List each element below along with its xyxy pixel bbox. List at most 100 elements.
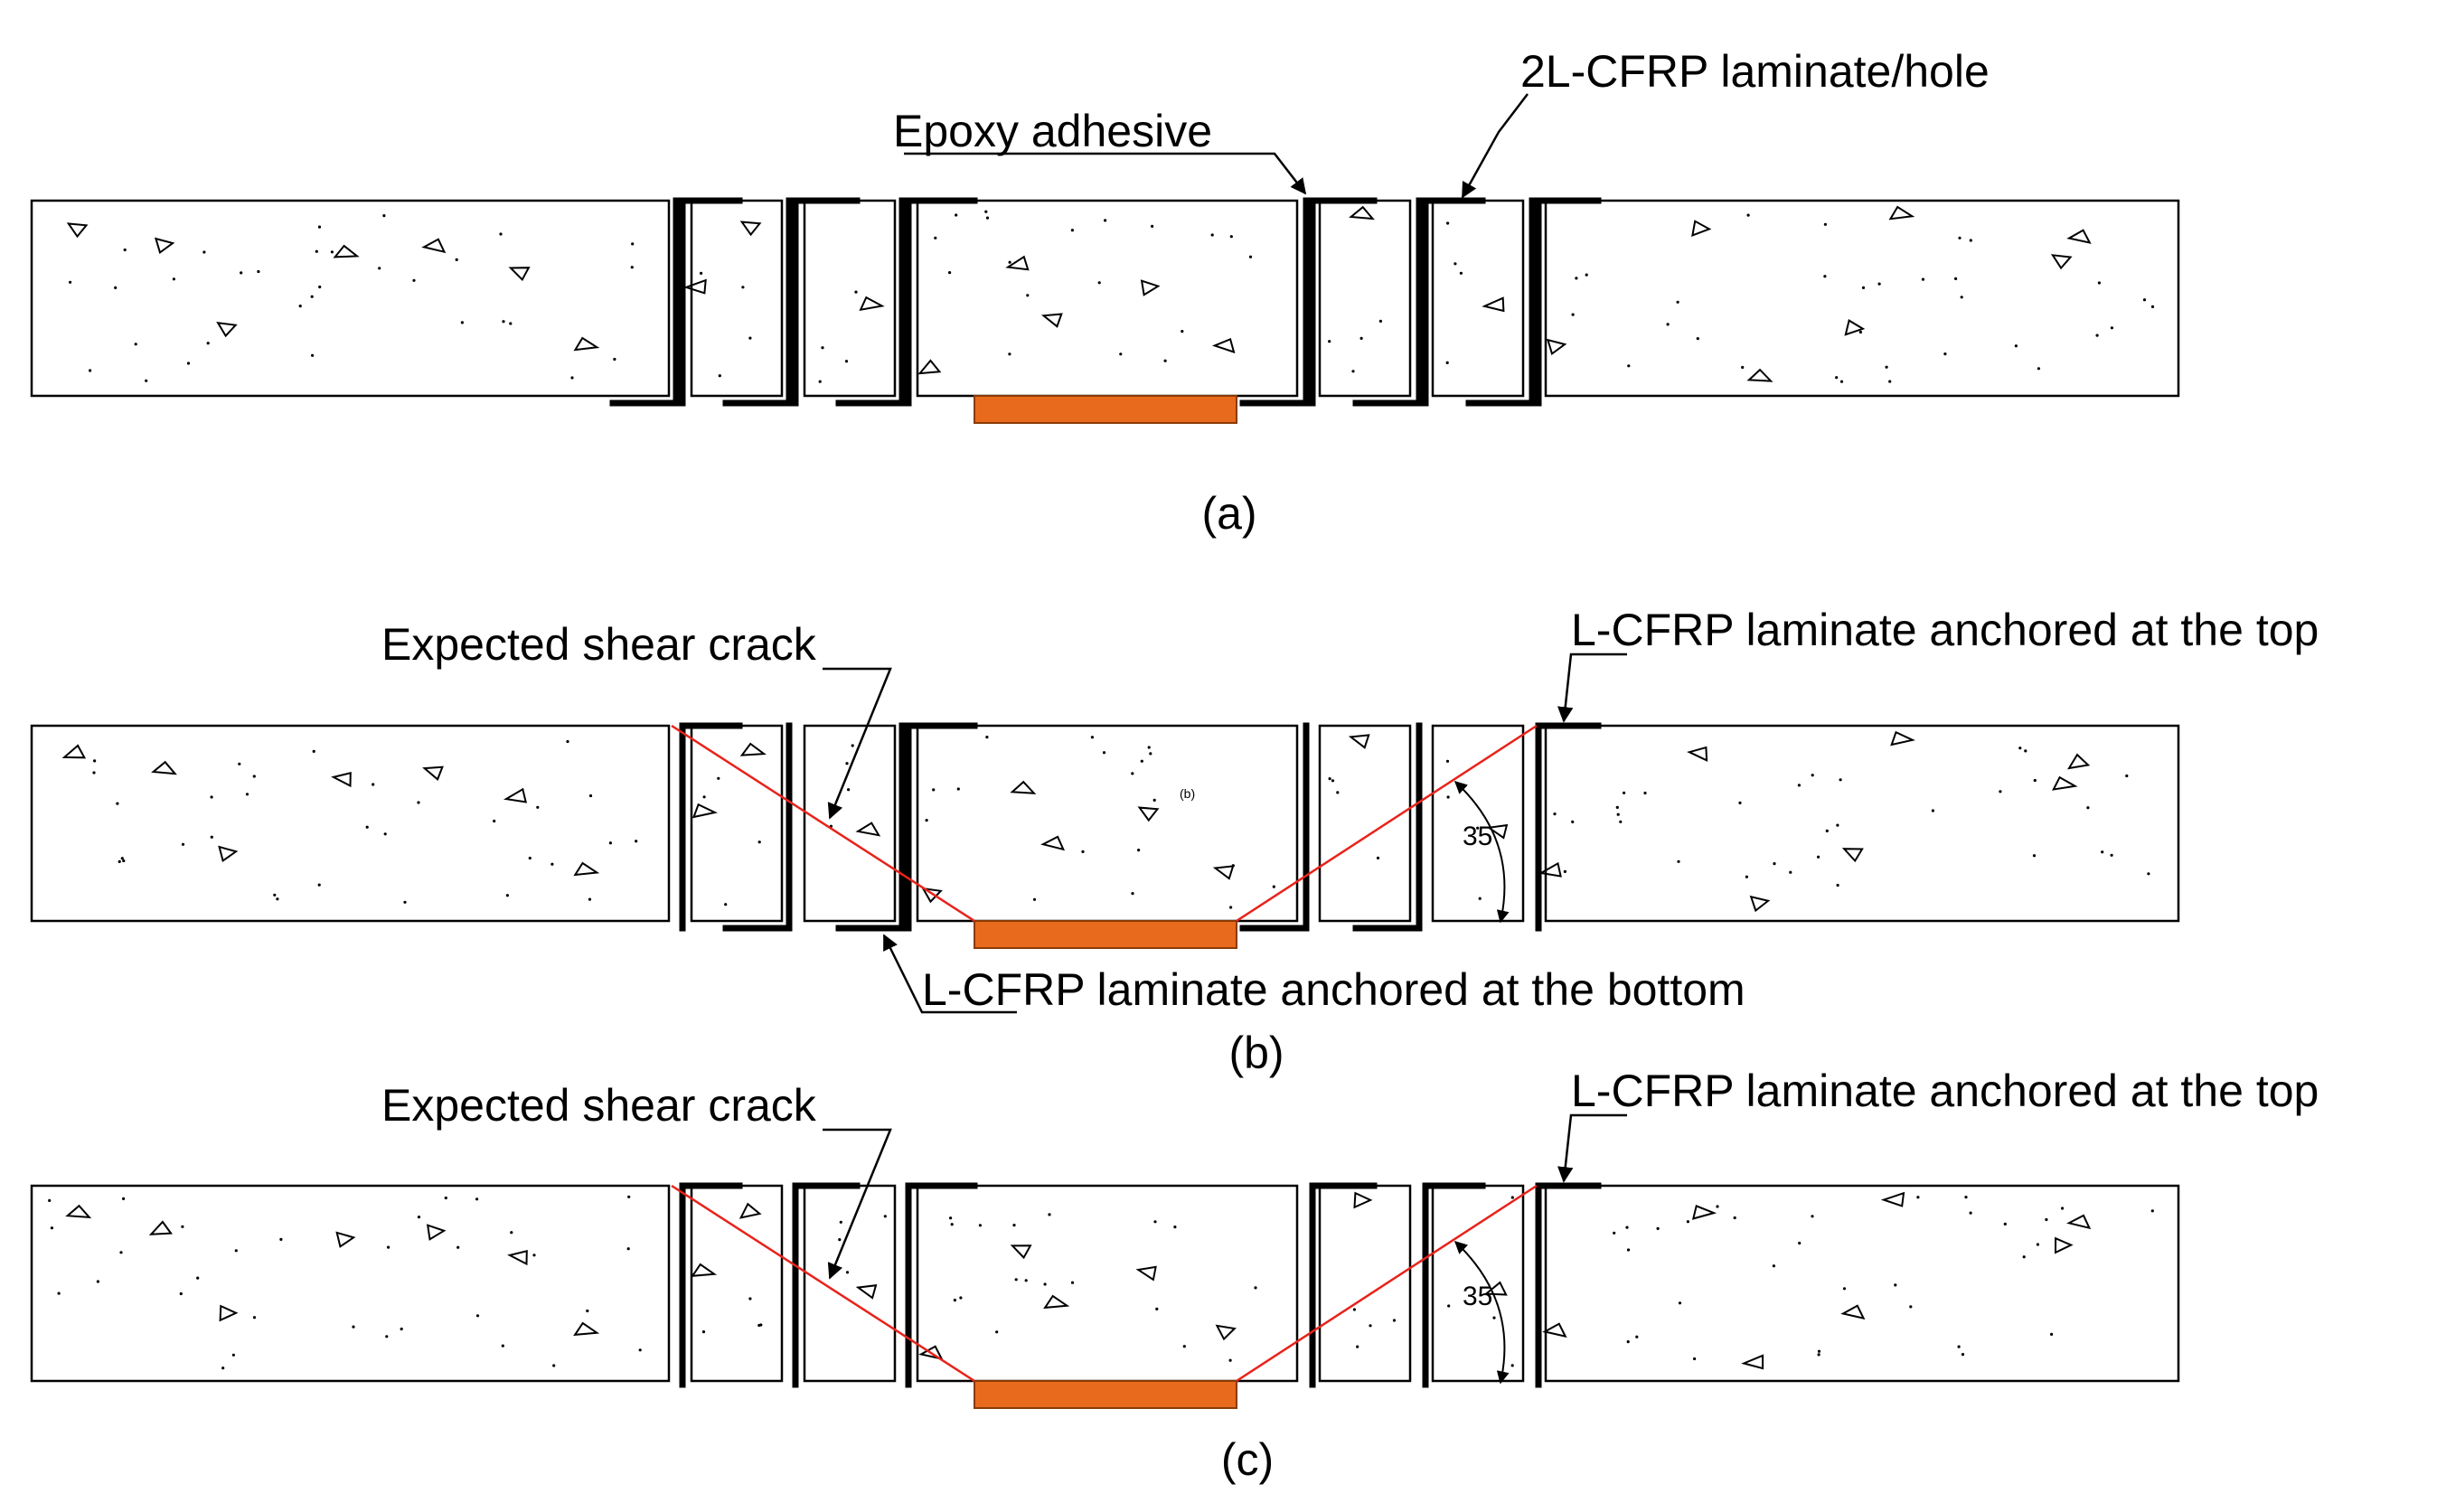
epoxy-adhesive-callout: Epoxy adhesive [893,106,1307,195]
aggregate-dot [1877,282,1881,286]
aggregate-dot [118,859,121,864]
anchored-top-label: L-CFRP laminate anchored at the top [1571,1066,2319,1116]
aggregate-dot [1861,286,1866,289]
steel-support-plate [974,920,1237,949]
leader-line [1557,653,1627,723]
aggregate-dot [93,759,97,763]
aggregate-dot [1272,885,1275,888]
aggregate-triangle [2066,229,2092,244]
aggregate-dot [2142,298,2147,302]
aggregate-dot [1954,277,1958,280]
aggregate-dot [1182,1345,1186,1348]
aggregate-dot [702,795,706,799]
aggregate-triangle [573,336,600,352]
aggregate-dot [403,900,407,904]
aggregate-dot [1445,759,1450,763]
l-cfrp-laminate-top [1535,722,1602,932]
aggregate-triangle [1888,205,1915,221]
aggregate-triangle [1741,1354,1764,1370]
aggregate-dot [1811,1215,1814,1218]
aggregate-dot [1909,1305,1913,1309]
aggregate-dot [1152,798,1156,803]
aggregate-dot [279,1237,283,1241]
l-cfrp-laminate [679,197,743,407]
aggregate-dot [234,1249,238,1253]
aggregate-dot [412,278,416,282]
concrete-center-segment [916,199,1299,398]
shear-crack-label: Expected shear crack [381,619,817,670]
aggregate-dot [845,762,849,765]
anchored-bottom-label: L-CFRP laminate anchored at the bottom [922,964,1745,1015]
aggregate-dot [89,369,92,372]
aggregate-dot [417,801,420,804]
aggregate-dot [1571,313,1575,316]
aggregate-dot [311,353,315,357]
aggregate-dot [1378,319,1382,323]
aggregate-dot [1835,376,1839,380]
aggregate-triangle [1040,313,1063,328]
aggregate-dot [2033,778,2037,783]
aggregate-dot [1575,277,1578,280]
l-cfrp-laminate-top [905,722,978,932]
aggregate-dot [1478,897,1482,900]
aggregate-dot [626,1247,630,1251]
aggregate-dot [1445,361,1449,364]
aggregate-dot [1155,1307,1159,1310]
aggregate-triangle [691,1263,718,1277]
l-cfrp-laminate [609,197,691,407]
concrete-web-2 [803,199,897,398]
aggregate-dot [1686,1220,1689,1224]
aggregate-dot [1351,370,1355,373]
aggregate-dot [1446,795,1450,799]
aggregate-dot [387,1245,390,1249]
aggregate-dot [1453,262,1457,266]
aggregate-dot [1823,222,1827,226]
aggregate-dot [956,787,960,791]
aggregate-dot [1999,790,2002,794]
anchored-top-callout: L-CFRP laminate anchored at the top [1557,605,2319,723]
aggregate-dot [181,1225,184,1228]
aggregate-dot [1623,791,1626,794]
aggregate-dot [1012,1224,1016,1227]
concrete-left-segment [30,199,671,398]
aggregate-dot [1026,294,1030,297]
aggregate-dot [847,788,851,792]
l-cfrp-laminate-top [905,1182,978,1388]
aggregate-dot [631,242,635,246]
aggregate-dot [48,1198,52,1202]
aggregate-dot [1773,862,1776,866]
aggregate-texture [48,1191,2154,1370]
aggregate-triangle [1010,780,1037,794]
aggregate-dot [400,1327,403,1331]
aggregate-dot [700,271,703,275]
l-cfrp-laminate-top [679,722,743,932]
aggregate-dot [257,269,260,274]
aggregate-dot [1137,849,1141,852]
anchored-top-callout: L-CFRP laminate anchored at the top [1557,1066,2319,1183]
aggregate-dot [1104,219,1107,222]
aggregate-dot [1677,859,1680,863]
aggregate-dot [2097,281,2101,285]
steel-support-plate [974,395,1237,424]
aggregate-dot [312,749,315,754]
aggregate-dot [759,1323,763,1327]
aggregate-dot [1961,1353,1965,1357]
concrete-blocks [30,1184,2180,1383]
aggregate-dot [317,225,322,229]
aggregate-dot [1090,736,1094,739]
aggregate-dot [718,374,721,378]
aggregate-dot [2095,333,2099,337]
angle-dimension: 35 [1453,781,1510,924]
aggregate-dot [206,342,210,345]
aggregate-dot [417,1216,421,1219]
l-cfrp-laminate-top [1309,1182,1378,1388]
aggregate-dot [1817,855,1820,859]
aggregate-dot [460,321,464,324]
aggregate-dot [1331,779,1335,783]
aggregate-dot [1492,1316,1496,1319]
aggregate-dot [2022,1255,2026,1259]
concrete-center-segment [916,1184,1299,1383]
aggregate-dot [925,819,928,822]
aggregate-dot [1825,829,1829,833]
aggregate-dot [196,1276,200,1280]
